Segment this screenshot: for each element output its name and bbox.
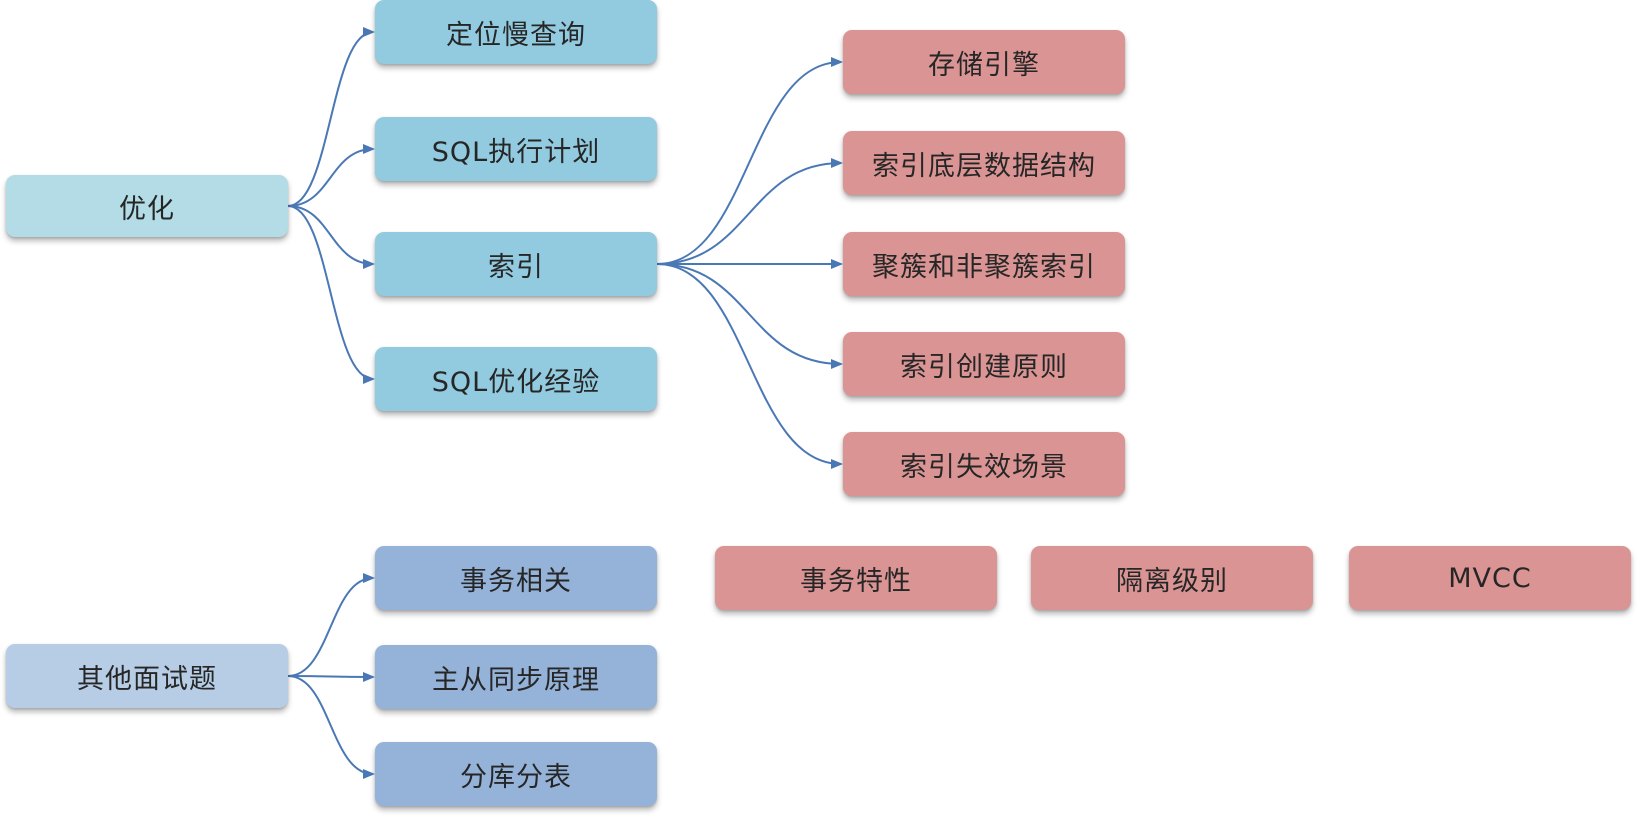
branch-node-sharding[interactable]: 分库分表 bbox=[375, 742, 657, 806]
node-label: SQL优化经验 bbox=[431, 366, 601, 398]
branch-node-replication[interactable]: 主从同步原理 bbox=[375, 645, 657, 709]
node-label: 定位慢查询 bbox=[446, 19, 586, 51]
node-label: 其他面试题 bbox=[77, 663, 217, 695]
node-label: 事务相关 bbox=[460, 565, 572, 597]
node-label: 优化 bbox=[119, 193, 175, 225]
root-node-other-questions[interactable]: 其他面试题 bbox=[6, 644, 288, 708]
connector-arrow bbox=[287, 675, 375, 779]
node-label: 事务特性 bbox=[800, 565, 912, 597]
connector-arrow bbox=[287, 205, 375, 269]
node-label: 索引底层数据结构 bbox=[872, 150, 1096, 182]
leaf-node-transaction-properties[interactable]: 事务特性 bbox=[715, 546, 997, 610]
node-label: MVCC bbox=[1448, 562, 1532, 594]
connector-arrow bbox=[656, 263, 843, 369]
node-label: 索引失效场景 bbox=[900, 451, 1068, 483]
connector-arrow bbox=[287, 144, 375, 207]
leaf-node-clustered-index[interactable]: 聚簇和非聚簇索引 bbox=[843, 232, 1125, 296]
branch-node-index[interactable]: 索引 bbox=[375, 232, 657, 296]
branch-node-sql-execution-plan[interactable]: SQL执行计划 bbox=[375, 117, 657, 181]
node-label: 分库分表 bbox=[460, 761, 572, 793]
leaf-node-index-data-structure[interactable]: 索引底层数据结构 bbox=[843, 131, 1125, 195]
root-node-optimization[interactable]: 优化 bbox=[6, 175, 288, 237]
connector-arrow bbox=[656, 263, 843, 469]
node-label: 聚簇和非聚簇索引 bbox=[872, 251, 1096, 283]
node-label: 主从同步原理 bbox=[432, 664, 600, 696]
leaf-node-storage-engine[interactable]: 存储引擎 bbox=[843, 30, 1125, 94]
connector-arrow bbox=[287, 671, 375, 682]
connector-arrow bbox=[287, 573, 375, 677]
leaf-node-index-creation-rules[interactable]: 索引创建原则 bbox=[843, 332, 1125, 396]
node-label: 索引创建原则 bbox=[900, 351, 1068, 383]
branch-node-sql-optimization-experience[interactable]: SQL优化经验 bbox=[375, 347, 657, 411]
node-label: 隔离级别 bbox=[1116, 565, 1228, 597]
connector-arrow bbox=[287, 205, 375, 384]
connector-arrow bbox=[656, 158, 843, 265]
node-label: 存储引擎 bbox=[928, 49, 1040, 81]
leaf-node-isolation-levels[interactable]: 隔离级别 bbox=[1031, 546, 1313, 610]
node-label: 索引 bbox=[488, 251, 544, 283]
connector-arrow bbox=[287, 27, 375, 207]
node-label: SQL执行计划 bbox=[431, 136, 601, 168]
leaf-node-mvcc[interactable]: MVCC bbox=[1349, 546, 1631, 610]
branch-node-transactions[interactable]: 事务相关 bbox=[375, 546, 657, 610]
branch-node-locate-slow-query[interactable]: 定位慢查询 bbox=[375, 0, 657, 64]
connector-arrow bbox=[656, 57, 843, 265]
leaf-node-index-failure-scenarios[interactable]: 索引失效场景 bbox=[843, 432, 1125, 496]
